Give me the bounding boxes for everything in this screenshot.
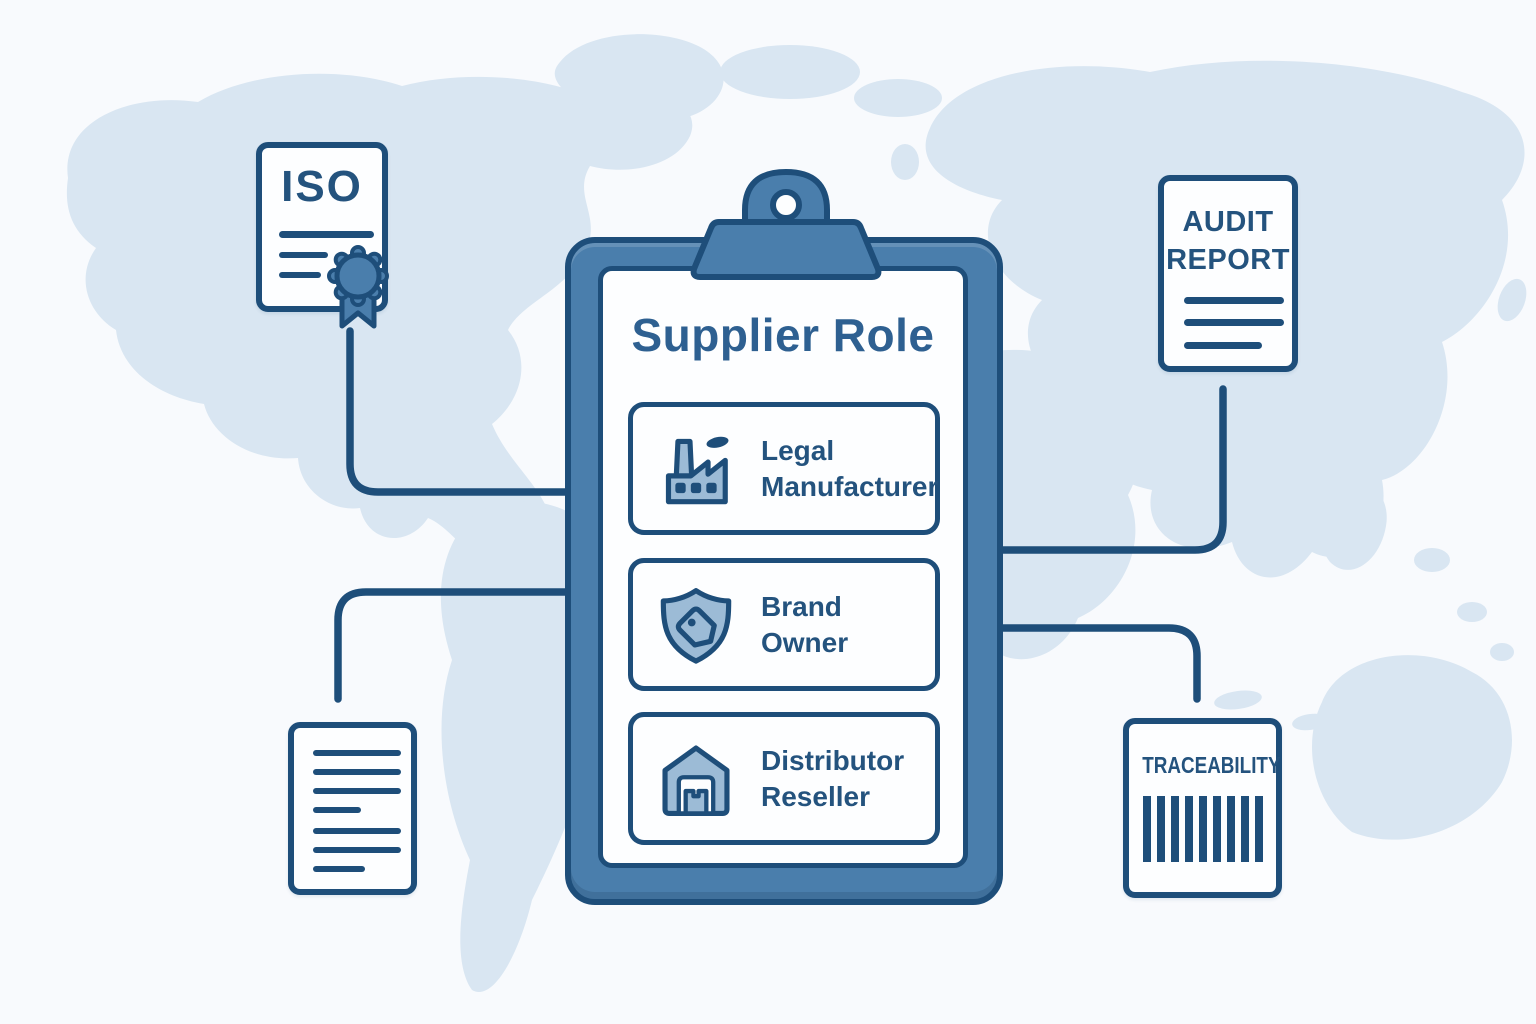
map-se-asia-island: [1414, 548, 1450, 572]
audit-report-label: AUDIT REPORT: [1164, 203, 1292, 280]
report-word: REPORT: [1166, 244, 1290, 277]
map-indonesia-island: [1214, 690, 1262, 710]
document-card: [288, 722, 417, 895]
role-label-line2: Manufacturer: [761, 470, 939, 502]
connector-iso-to-clipboard: [346, 327, 570, 496]
map-australia: [1312, 655, 1512, 840]
map-se-asia-island: [1457, 602, 1487, 622]
text-line: [1184, 342, 1262, 349]
warehouse-icon: [662, 744, 730, 816]
text-line: [313, 750, 401, 756]
role-label-line1: Legal: [761, 434, 835, 466]
role-label-line1: Brand: [761, 590, 842, 622]
text-line: [1184, 297, 1284, 304]
text-line: [279, 252, 328, 258]
connector-document-to-clipboard: [334, 588, 570, 703]
barcode-icon: [1129, 796, 1276, 862]
barcode-bar: [1226, 796, 1235, 862]
shield-tag-icon: [660, 587, 732, 664]
iso-label: ISO: [281, 162, 363, 211]
role-label-line2: Reseller: [761, 780, 870, 812]
role-label: Legal Manufacturer: [761, 433, 938, 505]
text-line: [313, 788, 401, 794]
text-line: [313, 847, 401, 853]
audit-report-card: AUDIT REPORT: [1158, 175, 1298, 372]
barcode-bar: [1254, 796, 1263, 862]
map-japan: [1497, 278, 1527, 322]
connector-clipboard-to-traceability: [998, 624, 1201, 703]
text-line: [279, 231, 374, 238]
role-label-line2: Owner: [761, 626, 849, 658]
text-line: [279, 272, 321, 278]
traceability-label: TRACEABILITY: [1142, 752, 1281, 778]
map-india: [1317, 477, 1387, 570]
role-option-distributor-reseller: Distributor Reseller: [628, 712, 940, 845]
role-label: Brand Owner: [761, 589, 848, 661]
barcode-bar: [1170, 796, 1179, 862]
barcode-bar: [1212, 796, 1221, 862]
role-option-brand-owner: Brand Owner: [628, 558, 940, 691]
clipboard-clip-icon: [690, 169, 882, 280]
map-greenland: [554, 34, 724, 122]
barcode-bar: [1156, 796, 1165, 862]
connector-audit-to-clipboard: [998, 385, 1227, 554]
barcode-bar: [1198, 796, 1207, 862]
barcode-bar: [1240, 796, 1249, 862]
map-arctic-island: [854, 79, 942, 117]
clipboard-title: Supplier Role: [631, 309, 935, 361]
iso-certificate-card: ISO: [256, 142, 389, 329]
text-line: [1184, 319, 1284, 326]
role-label: Distributor Reseller: [761, 743, 904, 815]
map-british-isles: [891, 144, 919, 180]
role-option-legal-manufacturer: Legal Manufacturer: [628, 402, 940, 535]
text-line: [313, 828, 401, 834]
map-north-america: [66, 73, 693, 576]
factory-icon: [665, 436, 729, 504]
text-line: [313, 866, 365, 872]
text-line: [313, 769, 401, 775]
role-label-line1: Distributor: [761, 744, 905, 776]
certificate-ribbon-icon: [327, 245, 389, 329]
barcode-bar: [1184, 796, 1193, 862]
map-arctic-island: [720, 45, 860, 99]
text-line: [313, 807, 361, 813]
audit-word: AUDIT: [1182, 206, 1274, 238]
map-se-asia-island: [1490, 643, 1514, 661]
traceability-card: TRACEABILITY: [1123, 718, 1282, 898]
barcode-bar: [1142, 796, 1151, 862]
